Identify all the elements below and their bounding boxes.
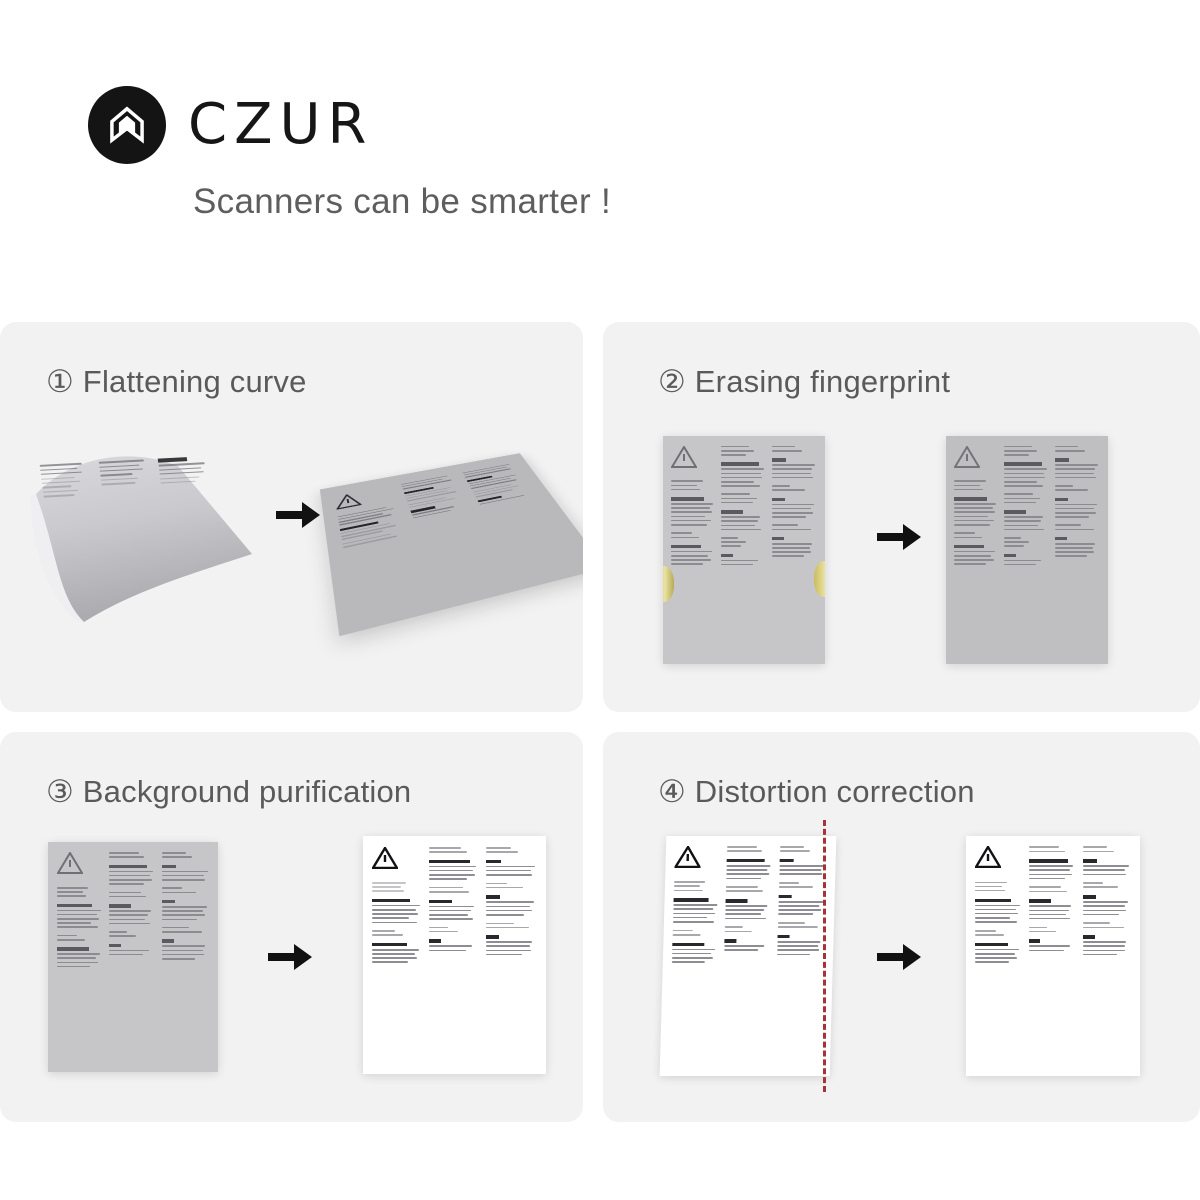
warning-triangle-icon bbox=[671, 445, 698, 468]
brand-lockup: CZUR bbox=[88, 86, 373, 164]
document-distorted-image bbox=[659, 836, 837, 1076]
doc-column bbox=[974, 846, 1024, 1067]
doc-column bbox=[1082, 846, 1132, 1067]
card-body-background-purification bbox=[0, 832, 583, 1108]
warning-triangle-icon bbox=[974, 846, 1001, 869]
brand-name: CZUR bbox=[188, 92, 374, 157]
doc-column bbox=[40, 463, 105, 568]
doc-column bbox=[721, 846, 775, 1067]
doc-column bbox=[158, 456, 223, 561]
doc-column bbox=[1028, 846, 1078, 1067]
document-gray-background-image bbox=[48, 842, 218, 1072]
warning-triangle-icon bbox=[372, 846, 399, 869]
czur-open-book-logo-icon bbox=[88, 86, 166, 164]
doc-column bbox=[1004, 445, 1049, 656]
document-with-fingerprints-image bbox=[663, 436, 825, 664]
doc-column bbox=[954, 445, 999, 656]
doc-column bbox=[162, 852, 209, 1063]
feature-card-distortion-correction: ④ Distortion correction bbox=[603, 732, 1200, 1122]
card-body-distortion-correction bbox=[603, 820, 1200, 1108]
curved-document-text-block bbox=[32, 449, 232, 576]
page-header: CZUR Scanners can be smarter ! bbox=[0, 0, 1200, 320]
feature-card-background-purification: ③ Background purification bbox=[0, 732, 583, 1122]
card-title-erasing-fingerprint: ② Erasing fingerprint bbox=[658, 364, 951, 399]
doc-column bbox=[428, 846, 480, 1065]
flattened-document-image bbox=[319, 453, 583, 637]
feature-card-grid: ① Flattening curve bbox=[0, 322, 1200, 1122]
document-corrected-image bbox=[966, 836, 1140, 1076]
doc-column bbox=[771, 445, 817, 656]
doc-column bbox=[774, 846, 828, 1067]
tagline: Scanners can be smarter ! bbox=[193, 182, 611, 221]
document-fingerprints-erased-image bbox=[946, 436, 1108, 664]
doc-column bbox=[109, 852, 156, 1063]
card-body-flattening-curve bbox=[0, 422, 583, 698]
right-arrow-icon bbox=[268, 942, 312, 972]
doc-column bbox=[372, 846, 423, 1065]
doc-column bbox=[671, 445, 716, 656]
card-body-erasing-fingerprint bbox=[603, 422, 1200, 698]
right-arrow-icon bbox=[877, 522, 921, 552]
doc-column bbox=[1054, 445, 1100, 656]
warning-triangle-icon bbox=[335, 492, 362, 510]
doc-column bbox=[721, 445, 766, 656]
doc-column bbox=[99, 459, 164, 564]
flattened-sheet bbox=[319, 453, 583, 637]
doc-column bbox=[485, 846, 537, 1065]
card-title-distortion-correction: ④ Distortion correction bbox=[658, 774, 975, 809]
card-title-background-purification: ③ Background purification bbox=[46, 774, 412, 809]
thumb-fingerprint-right bbox=[814, 561, 825, 598]
doc-column bbox=[56, 852, 104, 1063]
distortion-reference-guide-line bbox=[823, 820, 826, 1092]
warning-triangle-icon bbox=[56, 852, 83, 875]
thumb-fingerprint-left bbox=[663, 565, 674, 602]
card-title-flattening-curve: ① Flattening curve bbox=[46, 364, 307, 399]
warning-triangle-icon bbox=[673, 846, 701, 869]
warning-triangle-icon bbox=[954, 445, 981, 468]
feature-card-erasing-fingerprint: ② Erasing fingerprint bbox=[603, 322, 1200, 712]
feature-card-flattening-curve: ① Flattening curve bbox=[0, 322, 583, 712]
curved-document-image bbox=[14, 436, 264, 626]
right-arrow-icon bbox=[276, 500, 320, 530]
document-white-background-image bbox=[363, 836, 546, 1074]
right-arrow-icon bbox=[877, 942, 921, 972]
doc-column bbox=[668, 846, 722, 1067]
